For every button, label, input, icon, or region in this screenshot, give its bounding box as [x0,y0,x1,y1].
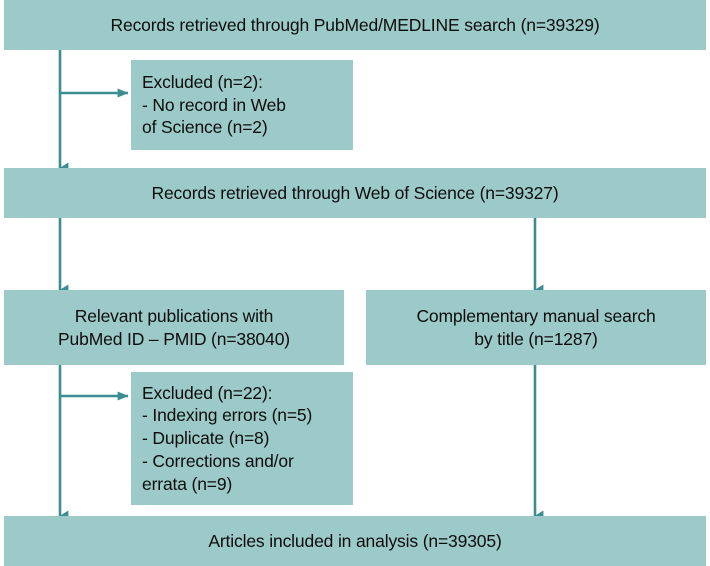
box-excluded-indexing-errors: Excluded (n=22): - Indexing errors (n=5)… [131,372,353,505]
box-web-of-science-search: Records retrieved through Web of Science… [4,168,706,218]
box-complementary-manual-search-label: Complementary manual search by title (n=… [416,305,656,349]
box-excluded-no-web-of-science-label: Excluded (n=2): - No record in Web of Sc… [142,71,286,138]
box-relevant-publications-pmid: Relevant publications with PubMed ID – P… [4,290,344,365]
box-complementary-manual-search: Complementary manual search by title (n=… [366,290,706,365]
box-pubmed-search-label: Records retrieved through PubMed/MEDLINE… [110,14,600,35]
box-web-of-science-search-label: Records retrieved through Web of Science… [151,182,559,203]
box-relevant-publications-pmid-label: Relevant publications with PubMed ID – P… [58,305,290,349]
box-pubmed-search: Records retrieved through PubMed/MEDLINE… [4,0,706,50]
box-articles-included-label: Articles included in analysis (n=39305) [208,530,502,551]
box-articles-included: Articles included in analysis (n=39305) [4,516,706,566]
box-excluded-indexing-errors-label: Excluded (n=22): - Indexing errors (n=5)… [142,382,313,494]
box-excluded-no-web-of-science: Excluded (n=2): - No record in Web of Sc… [131,60,353,150]
